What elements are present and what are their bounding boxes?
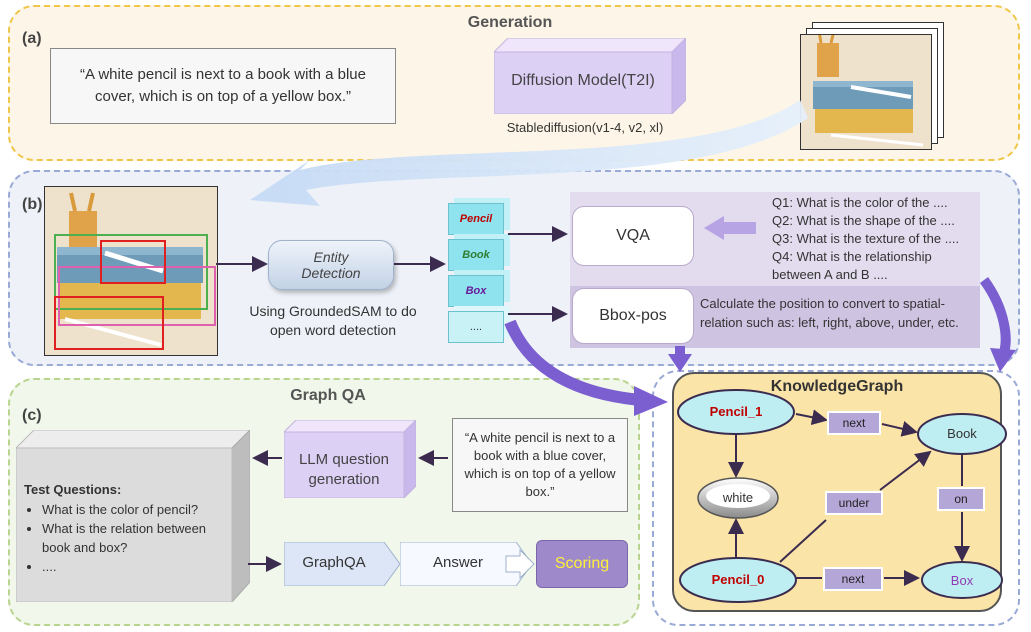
node-box-label: Box <box>950 573 974 588</box>
graphqa-shape <box>284 542 400 586</box>
graphqa-label: GraphQA <box>302 554 366 571</box>
llm-box-shape <box>284 420 416 498</box>
panel-a-title: Generation <box>467 14 553 31</box>
bbox-pos-box: Bbox-pos <box>572 288 694 344</box>
node-white-label: white <box>722 490 754 505</box>
entity-box-label: Box <box>465 285 487 297</box>
entity-pencil-label: Pencil <box>459 213 493 225</box>
question-3: Q3: What is the texture of the .... <box>772 231 960 246</box>
panel-a-label: (a) <box>22 30 42 47</box>
question-list: Q1: What is the color of the .... Q2: Wh… <box>772 194 982 284</box>
test-questions-title: Test Questions: <box>24 482 122 497</box>
edge-next-bottom-label: next <box>841 572 865 586</box>
edge-next-top-label: next <box>842 416 866 430</box>
panel-b-label: (b) <box>22 196 43 213</box>
diffusion-model-caption: Stablediffusion(v1-4, v2, xl) <box>506 120 664 135</box>
entity-detection-label: Entity Detection <box>301 249 361 281</box>
llm-question-label: LLM question generation <box>298 451 390 488</box>
edge-under-label: under <box>838 496 870 510</box>
scoring-box: Scoring <box>536 540 628 588</box>
scoring-label: Scoring <box>554 555 610 572</box>
panel-a-prompt: “A white pencil is next to a book with a… <box>50 48 396 124</box>
diffusion-model-label: Diffusion Model(T2I) <box>511 72 655 89</box>
entity-more-label: .... <box>469 321 483 333</box>
test-questions-box: Test Questions: What is the color of pen… <box>16 430 250 602</box>
node-book-label: Book <box>947 426 977 441</box>
test-question-3: .... <box>42 557 232 576</box>
answer-label: Answer <box>432 554 484 571</box>
panel-kg-outline <box>652 370 1020 626</box>
question-4: Q4: What is the relationship between A a… <box>772 249 932 282</box>
graphqa-box: GraphQA <box>284 542 400 586</box>
panel-c-label: (c) <box>22 407 42 424</box>
question-2: Q2: What is the shape of the .... <box>772 213 955 228</box>
entity-more: .... <box>448 311 504 343</box>
test-question-1: What is the color of pencil? <box>42 500 232 519</box>
knowledge-graph-title: KnowledgeGraph <box>770 378 904 395</box>
entity-book: Book <box>448 239 504 271</box>
answer-box: Answer <box>400 542 532 586</box>
llm-question-box: LLM question generation <box>284 420 416 498</box>
entity-detection-pill: Entity Detection <box>268 240 394 290</box>
pencil-book-image-b <box>45 187 217 355</box>
generated-image-stack <box>798 22 948 152</box>
bbox-description: Calculate the position to convert to spa… <box>700 296 959 330</box>
generated-image <box>800 34 932 150</box>
diffusion-model-box: Diffusion Model(T2I) <box>494 38 686 114</box>
panel-c-prompt: “A white pencil is next to a book with a… <box>452 418 628 512</box>
detection-caption: Using GroundedSAM to do open word detect… <box>249 303 417 338</box>
test-questions-shape <box>16 430 250 602</box>
test-question-2: What is the relation between book and bo… <box>42 519 232 557</box>
question-1: Q1: What is the color of the .... <box>772 195 948 210</box>
edge-on-label: on <box>954 492 968 506</box>
entity-pencil: Pencil <box>448 203 504 235</box>
pencil-book-image-a <box>801 35 931 149</box>
entity-book-label: Book <box>462 249 490 261</box>
node-pencil0-label: Pencil_0 <box>711 572 765 587</box>
node-pencil1-label: Pencil_1 <box>709 404 763 419</box>
entity-stack: Pencil Book Box .... <box>448 203 514 343</box>
panel-c-title: Graph QA <box>290 387 366 404</box>
vqa-box: VQA <box>572 206 694 266</box>
entity-box: Box <box>448 275 504 307</box>
detection-image <box>44 186 218 356</box>
test-questions-list: What is the color of pencil? What is the… <box>24 500 232 576</box>
